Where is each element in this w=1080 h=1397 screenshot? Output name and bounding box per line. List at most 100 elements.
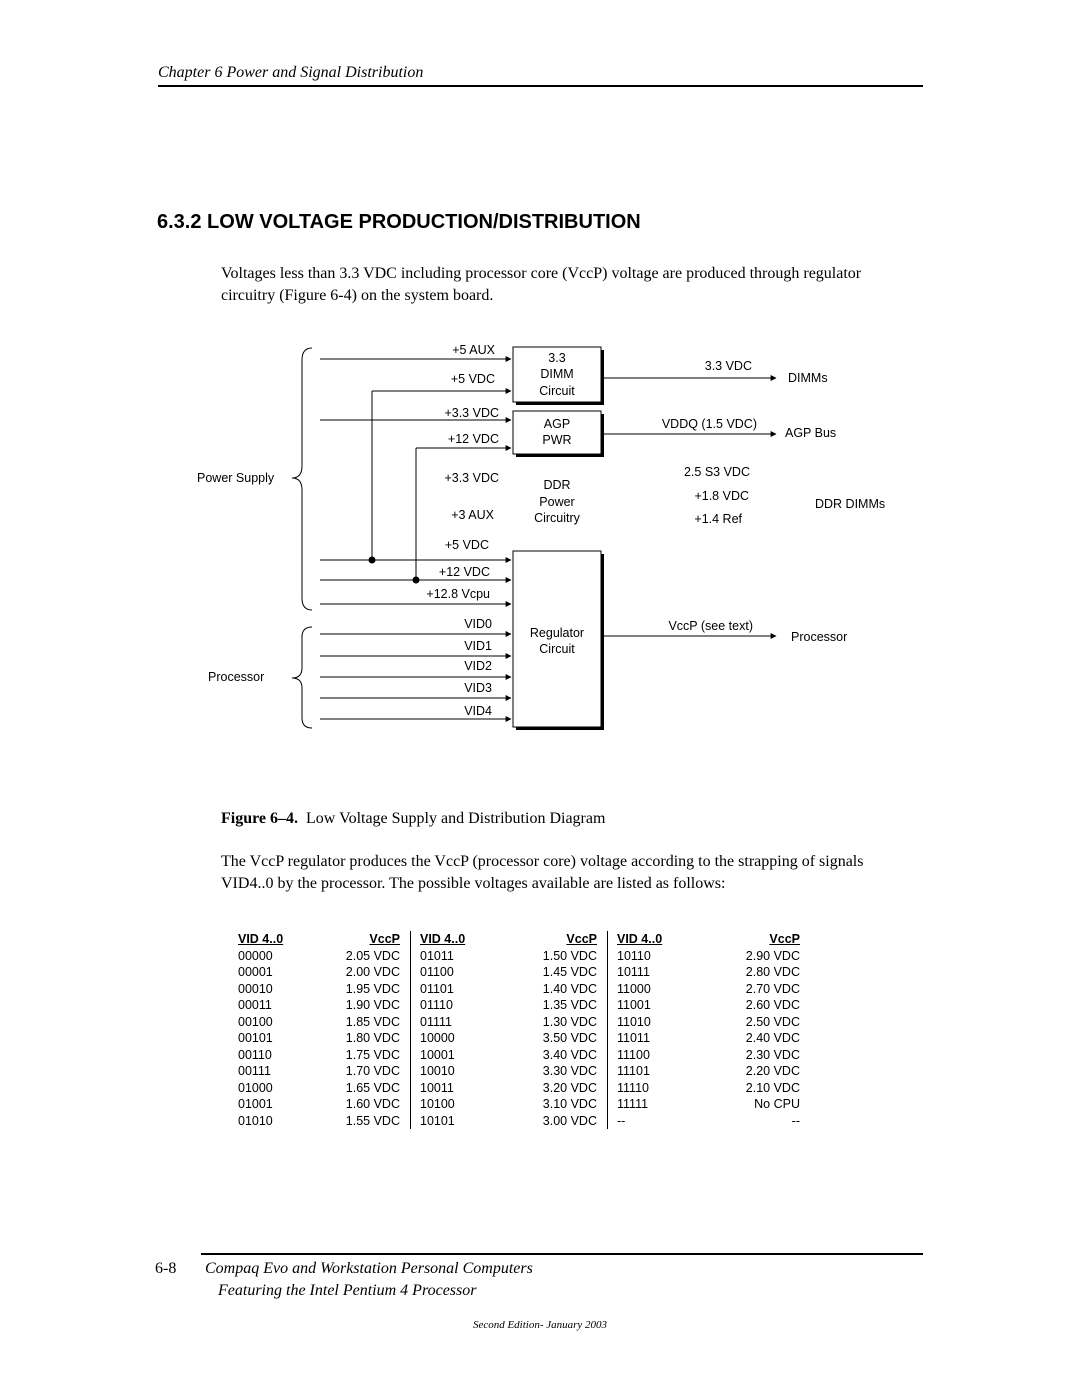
table-cell: 1.95 VDC — [324, 980, 411, 997]
table-cell: 00011 — [238, 998, 272, 1012]
table-cell: 00110 — [238, 1047, 272, 1062]
table-cell: 11101 — [617, 1064, 650, 1078]
table-cell: 3.10 VDC — [521, 1096, 608, 1113]
table-cell: -- — [617, 1113, 626, 1128]
agp-block — [512, 410, 604, 457]
intro-paragraph: Voltages less than 3.3 VDC including pro… — [221, 265, 862, 304]
out-agp-dest: AGP Bus — [785, 426, 836, 440]
processor-brace — [291, 626, 313, 729]
table-cell: 3.30 VDC — [521, 1063, 608, 1080]
table-row: 00010 1.95 VDC 01101 1.40 VDC 11000 2.70 VDC — [238, 980, 800, 997]
out-agp-voltage: VDDQ (1.5 VDC) — [662, 417, 757, 431]
label-vdc12-a: +12 VDC — [448, 432, 499, 446]
label-vid4: VID4 — [464, 704, 492, 718]
table-cell: 10100 — [420, 1097, 455, 1111]
junction-vdc12 — [412, 576, 420, 584]
footer-title: Compaq Evo and Workstation Personal Comp… — [205, 1260, 533, 1277]
table-cell: 1.40 VDC — [521, 980, 608, 997]
table-cell: 2.30 VDC — [745, 1047, 800, 1062]
table-cell: 01101 — [420, 981, 454, 996]
footer-subtitle: Featuring the Intel Pentium 4 Processor — [218, 1282, 477, 1299]
ddr-block-line1: DDR — [543, 478, 570, 492]
table-cell: 00010 — [238, 981, 273, 996]
table-cell: 10111 — [617, 965, 650, 979]
table-cell: 11001 — [617, 998, 651, 1012]
table-cell: 3.50 VDC — [521, 1030, 608, 1047]
edition-note: Second Edition- January 2003 — [472, 1319, 608, 1331]
table-cell: 2.90 VDC — [745, 948, 800, 963]
label-vid0: VID0 — [464, 617, 492, 631]
table-cell: 00000 — [238, 948, 273, 963]
regulator-block-line2: Circuit — [539, 642, 575, 656]
table-cell: 3.00 VDC — [521, 1112, 608, 1129]
table-cell: 11010 — [617, 1014, 651, 1029]
out-dimm-voltage: 3.3 VDC — [705, 359, 752, 373]
table-cell: 3.40 VDC — [521, 1046, 608, 1063]
table-cell: 1.90 VDC — [324, 997, 411, 1014]
label-vid3: VID3 — [464, 681, 492, 695]
label-vdc33-b: +3.3 VDC — [444, 471, 499, 485]
table-cell: 3.20 VDC — [521, 1079, 608, 1096]
ddr-block-line3: Circuitry — [534, 511, 581, 525]
table-cell: 11111 — [617, 1097, 649, 1111]
table-cell: 11000 — [617, 981, 651, 996]
section-title: 6.3.2 LOW VOLTAGE PRODUCTION/DISTRIBUTIO… — [157, 211, 641, 233]
out-reg-dest: Processor — [791, 630, 847, 644]
table-cell: 1.55 VDC — [324, 1112, 411, 1129]
table-cell: 1.85 VDC — [324, 1013, 411, 1030]
out-ddr-voltage2: +1.8 VDC — [694, 489, 749, 503]
label-vdc5-a: +5 VDC — [451, 372, 495, 386]
power-supply-label: Power Supply — [197, 471, 275, 485]
table-cell: 2.70 VDC — [745, 981, 800, 996]
footer-rule — [201, 1253, 923, 1255]
label-aux3: +3 AUX — [451, 508, 494, 522]
vccp-paragraph: The VccP regulator produces the VccP (pr… — [221, 853, 864, 892]
dimm-block-line3: Circuit — [539, 384, 575, 398]
table-header: VID 4..0 — [617, 932, 663, 946]
out-ddr-dest: DDR DIMMs — [815, 497, 885, 511]
processor-label: Processor — [208, 670, 264, 684]
table-cell: 1.65 VDC — [324, 1079, 411, 1096]
figure-caption-label: Figure 6–4. — [221, 810, 299, 827]
table-cell: 10010 — [420, 1064, 455, 1078]
label-vid1: VID1 — [464, 639, 492, 653]
table-cell: 1.35 VDC — [521, 997, 608, 1014]
ddr-block-line2: Power — [539, 495, 574, 509]
header-rule — [158, 85, 923, 87]
table-cell: 00111 — [238, 1064, 271, 1078]
table-cell: 1.70 VDC — [324, 1063, 411, 1080]
agp-block-line1: AGP — [544, 417, 570, 431]
table-cell: 00101 — [238, 1031, 273, 1045]
table-cell: 10000 — [420, 1031, 455, 1045]
out-ddr-voltage3: +1.4 Ref — [694, 512, 742, 526]
table-cell: 01010 — [238, 1113, 273, 1128]
dimm-block-line2: DIMM — [540, 367, 573, 381]
table-cell: 00001 — [238, 965, 273, 979]
table-cell: 1.45 VDC — [521, 964, 608, 981]
label-aux5: +5 AUX — [452, 343, 495, 357]
table-cell: 11110 — [617, 1080, 649, 1095]
table-cell: 00100 — [238, 1014, 273, 1029]
table-cell: 01111 — [420, 1014, 452, 1029]
table-cell: 10011 — [420, 1080, 454, 1095]
table-cell: 01100 — [420, 965, 454, 979]
dimm-block-line1: 3.3 — [548, 351, 565, 365]
junction-vdc5 — [368, 556, 376, 564]
table-cell: 2.60 VDC — [745, 998, 800, 1012]
table-cell: 01011 — [420, 948, 454, 963]
table-header-row: VID 4..0 VccP VID 4..0 VccP VID 4..0 Vcc… — [238, 931, 800, 948]
table-cell: 11100 — [617, 1047, 650, 1062]
table-cell: 10001 — [420, 1047, 455, 1062]
dimm-block — [512, 346, 604, 405]
table-cell: -- — [791, 1113, 800, 1128]
out-dimm-dest: DIMMs — [788, 371, 828, 385]
running-header: Chapter 6 Power and Signal Distribution — [158, 64, 424, 81]
table-cell: 1.50 VDC — [521, 947, 608, 964]
agp-block-line2: PWR — [542, 433, 571, 447]
